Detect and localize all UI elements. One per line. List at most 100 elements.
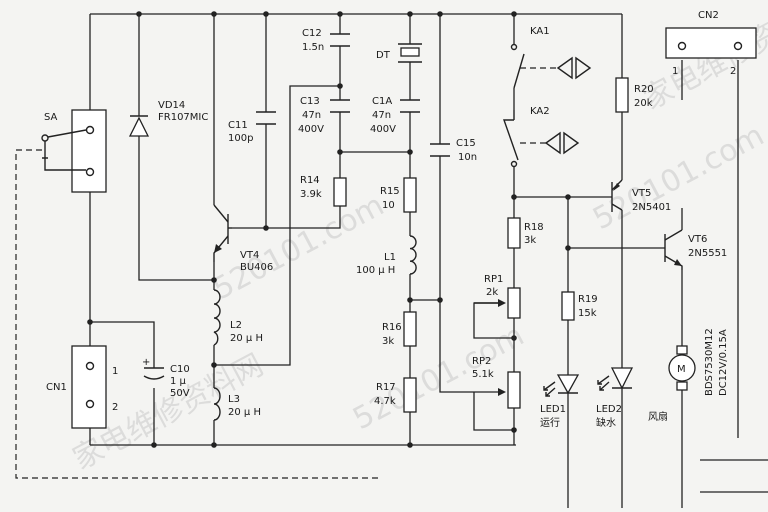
resistor-r16: R16 3k [382,311,417,347]
capacitor-c11: C11 100p [228,111,276,144]
vt6-part: 2N5551 [688,248,727,259]
resistor-r15: R15 10 [380,177,417,213]
potentiometer-rp1: RP1 2k [474,274,521,319]
r18-name: R18 [524,222,544,233]
resistor-r20: R20 20k [615,77,654,113]
capacitor-c10: + C10 1 μ 50V [142,357,190,399]
c1a-name: C1A [372,96,392,107]
watermark: 家电维修资料网 520101.com 520101.com 520101.com… [67,0,768,477]
c13-voltage: 400V [298,124,324,135]
led1-desc: 运行 [540,416,560,429]
ka1-name: KA1 [530,26,550,37]
led2-desc: 缺水 [596,416,616,429]
c10-plus: + [142,357,150,368]
c11-value: 100p [228,133,253,144]
connector-cn2: CN2 1 2 [665,10,757,77]
r16-value: 3k [382,336,394,347]
r18-value: 3k [524,235,536,246]
r19-value: 15k [578,308,597,319]
led-led2: LED2 缺水 [596,367,634,429]
capacitor-c15: C15 10n [430,138,477,163]
vt4-name: VT4 [240,250,259,261]
c10-value: 1 μ [170,376,187,387]
resistor-r18: R18 3k [507,217,544,249]
buzzer-dt: DT [376,43,422,63]
fan-motor: M 风扇 BDS7530M12 DC12V/0.15A [648,328,729,423]
rp1-value: 2k [486,287,498,298]
vd14-part: FR107MIC [158,112,208,123]
vt4-part: BU406 [240,262,273,273]
r15-value: 10 [382,200,395,211]
l1-name: L1 [384,252,396,263]
cn2-pin1-label: 1 [672,66,678,77]
r16-name: R16 [382,322,402,333]
cn2-pin2-label: 2 [730,66,736,77]
l1-value: 100 μ H [356,265,395,276]
c13-name: C13 [300,96,320,107]
watermark-text-2: 520101.com [207,188,390,307]
c12-value: 1.5n [302,42,324,53]
r14-value: 3.9k [300,189,322,200]
r20-name: R20 [634,84,654,95]
l2-value: 20 μ H [230,333,263,344]
inductor-l1: L1 100 μ H [356,235,417,276]
led-led1: LED1 运行 [540,374,580,429]
capacitor-c12: C12 1.5n [302,28,350,53]
l3-value: 20 μ H [228,407,261,418]
inductor-l2: L2 20 μ H [213,289,263,346]
cn1-pin2-label: 2 [112,402,118,413]
fan-desc: 风扇 [648,410,668,423]
led1-name: LED1 [540,404,566,415]
rp2-name: RP2 [472,356,491,367]
motor-rating: DC12V/0.15A [718,329,729,396]
resistor-r19: R19 15k [561,291,598,321]
c1a-voltage: 400V [370,124,396,135]
cn1-pin1-label: 1 [112,366,118,377]
relay-contact-ka1: KA1 [510,26,592,89]
vd14-name: VD14 [158,100,185,111]
r19-name: R19 [578,294,598,305]
r14-name: R14 [300,175,320,186]
vt5-part: 2N5401 [632,202,671,213]
c12-name: C12 [302,28,322,39]
cn2-label: CN2 [698,10,719,21]
c15-value: 10n [458,152,477,163]
rp2-value: 5.1k [472,369,494,380]
led2-name: LED2 [596,404,622,415]
motor-letter: M [677,364,686,375]
capacitor-c13: C13 47n 400V [298,96,350,135]
vt6-name: VT6 [688,234,707,245]
r20-value: 20k [634,98,653,109]
dt-name: DT [376,50,391,61]
potentiometer-rp2: RP2 5.1k [472,356,521,409]
transistor-vt6: VT6 2N5551 [664,229,727,270]
r15-name: R15 [380,186,400,197]
watermark-text-4: 520101.com [587,118,768,237]
transistor-vt5: VT5 2N5401 [611,179,671,213]
resistor-r14: R14 3.9k [300,175,347,207]
cn1-label: CN1 [46,382,67,393]
c1a-value: 47n [372,110,391,121]
junction-dots [87,11,571,448]
l2-name: L2 [230,320,242,331]
c15-name: C15 [456,138,476,149]
sa-label: SA [44,112,58,123]
diode-vd14: VD14 FR107MIC [128,100,208,137]
transistor-vt4: VT4 BU406 [213,204,273,273]
l3-name: L3 [228,394,240,405]
switch-sa: SA [41,109,107,193]
ka2-name: KA2 [530,106,550,117]
c11-name: C11 [228,120,248,131]
r17-value: 4.7k [374,396,396,407]
wires [89,13,768,508]
watermark-text-3: 520101.com [347,318,530,437]
vt5-name: VT5 [632,188,651,199]
inductor-l3: L3 20 μ H [213,387,261,421]
capacitor-c1a: C1A 47n 400V [370,96,420,135]
resistor-r17: R17 4.7k [374,377,417,413]
motor-part: BDS7530M12 [704,328,715,396]
connector-cn1: CN1 1 2 [46,345,118,429]
r17-name: R17 [376,382,396,393]
mechanical-link [15,149,380,479]
